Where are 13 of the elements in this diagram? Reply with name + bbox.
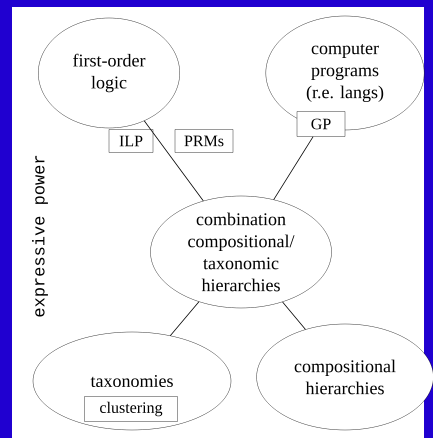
method-box: clustering bbox=[84, 396, 178, 422]
connector-line bbox=[144, 120, 204, 202]
ellipse-node: first-order logic bbox=[38, 18, 180, 128]
connector-line bbox=[282, 302, 306, 330]
method-box: GP bbox=[296, 111, 346, 137]
method-box: PRMs bbox=[174, 129, 234, 153]
connector-line bbox=[273, 136, 314, 200]
ellipse-node: combination compositional/ taxonomic hierarchies bbox=[150, 196, 332, 308]
node-label: compositional hierarchies bbox=[294, 360, 396, 394]
ellipse-node: compositional hierarchies bbox=[256, 324, 433, 430]
axis-label: expressive power bbox=[32, 156, 48, 316]
method-box: ILP bbox=[108, 129, 154, 153]
connector-line bbox=[170, 301, 200, 336]
